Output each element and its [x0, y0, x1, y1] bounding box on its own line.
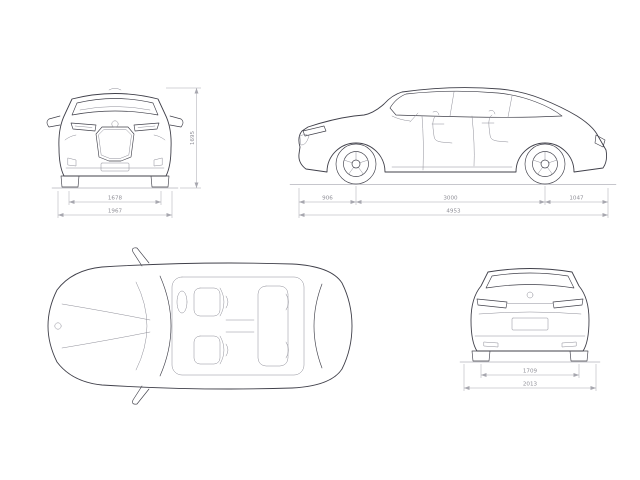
front-license-plate [100, 162, 130, 172]
side-length-value: 4953 [446, 209, 461, 215]
front-badge-icon [111, 120, 119, 128]
front-right-fender-crease [153, 134, 166, 141]
front-grille-outer [95, 126, 135, 162]
side-rear-wheel [524, 143, 566, 185]
front-right-headlight [133, 122, 160, 132]
side-taillight [594, 134, 606, 148]
top-steering-wheel [176, 290, 188, 314]
front-track-dimension: 1678 [68, 191, 162, 205]
rear-badge-icon [526, 291, 534, 299]
rear-right-taillight [552, 298, 584, 309]
side-wheelbase-value: 3000 [443, 196, 458, 202]
rear-left-taillight [476, 298, 508, 309]
rear-license-plate [511, 317, 549, 331]
rear-view [459, 268, 601, 363]
rear-left-wheel [471, 350, 491, 362]
top-badge-icon [54, 322, 62, 330]
front-left-air-inlet [67, 157, 77, 167]
front-height-dimension: 1695 [166, 87, 201, 189]
front-track-value: 1678 [108, 196, 123, 202]
side-window-outline [389, 90, 563, 118]
side-front-door-cut [421, 115, 424, 171]
top-hood-crease-upper [61, 303, 151, 321]
front-width-dimension: 1967 [57, 191, 173, 218]
side-dash-line [391, 115, 411, 122]
top-center-console [225, 319, 255, 333]
side-overhang-dimensions: 906 3000 1047 [298, 186, 609, 218]
front-right-wheel [150, 175, 170, 188]
side-body-outline [298, 87, 608, 173]
rear-right-wheel [569, 350, 589, 362]
side-steering-wheel [409, 112, 419, 123]
front-right-mirror [169, 115, 184, 128]
front-height-value: 1695 [190, 130, 196, 145]
front-width-value: 1967 [108, 209, 123, 215]
rear-track-value: 1709 [523, 369, 538, 375]
rear-track-dimension: 1709 [480, 364, 580, 378]
side-rear-overhang-value: 1047 [569, 196, 584, 202]
rear-width-value: 2013 [523, 382, 538, 388]
side-view [289, 87, 617, 185]
side-front-overhang-value: 906 [322, 196, 333, 202]
top-rear-window-line [313, 283, 323, 369]
rear-body-outline [470, 268, 590, 352]
side-front-seat [432, 115, 453, 144]
top-windshield-top [159, 275, 172, 377]
top-rear-bench-seat [257, 285, 289, 367]
side-length-dimension: 4953 [298, 209, 609, 217]
rear-right-vent [561, 341, 577, 348]
front-left-headlight [70, 122, 97, 132]
side-front-wheel [335, 143, 377, 185]
top-right-mirror [132, 385, 150, 405]
front-left-drl [74, 125, 93, 128]
top-roof-glass-panel [171, 276, 305, 376]
front-right-air-inlet [153, 157, 163, 167]
front-view [46, 88, 184, 189]
top-cowl-line [135, 281, 148, 371]
front-grille-inner [98, 129, 132, 159]
side-grille [299, 134, 310, 146]
top-hood-crease-lower [61, 331, 151, 349]
front-windshield [71, 98, 159, 116]
front-roof-antenna [108, 88, 122, 91]
front-left-wheel [60, 175, 80, 188]
top-body-outline [47, 262, 353, 390]
front-left-mirror [46, 115, 61, 128]
side-rear-headrest [488, 110, 496, 115]
top-view [47, 247, 353, 405]
top-left-mirror [132, 247, 150, 267]
side-rear-door-cut [471, 115, 475, 167]
front-left-fender-crease [64, 134, 77, 141]
rear-width-dimension: 2013 [463, 364, 597, 391]
rear-tailgate-crease [478, 311, 582, 315]
front-right-drl [137, 125, 156, 128]
front-hood-line [79, 106, 151, 111]
rear-left-vent [483, 341, 499, 348]
side-c-pillar [507, 95, 513, 118]
side-rear-seat [488, 114, 509, 143]
side-front-headrest [432, 111, 440, 116]
rear-window [485, 272, 575, 289]
front-body-outline [58, 93, 172, 177]
top-front-seats [193, 287, 229, 365]
side-b-pillar [449, 91, 455, 117]
